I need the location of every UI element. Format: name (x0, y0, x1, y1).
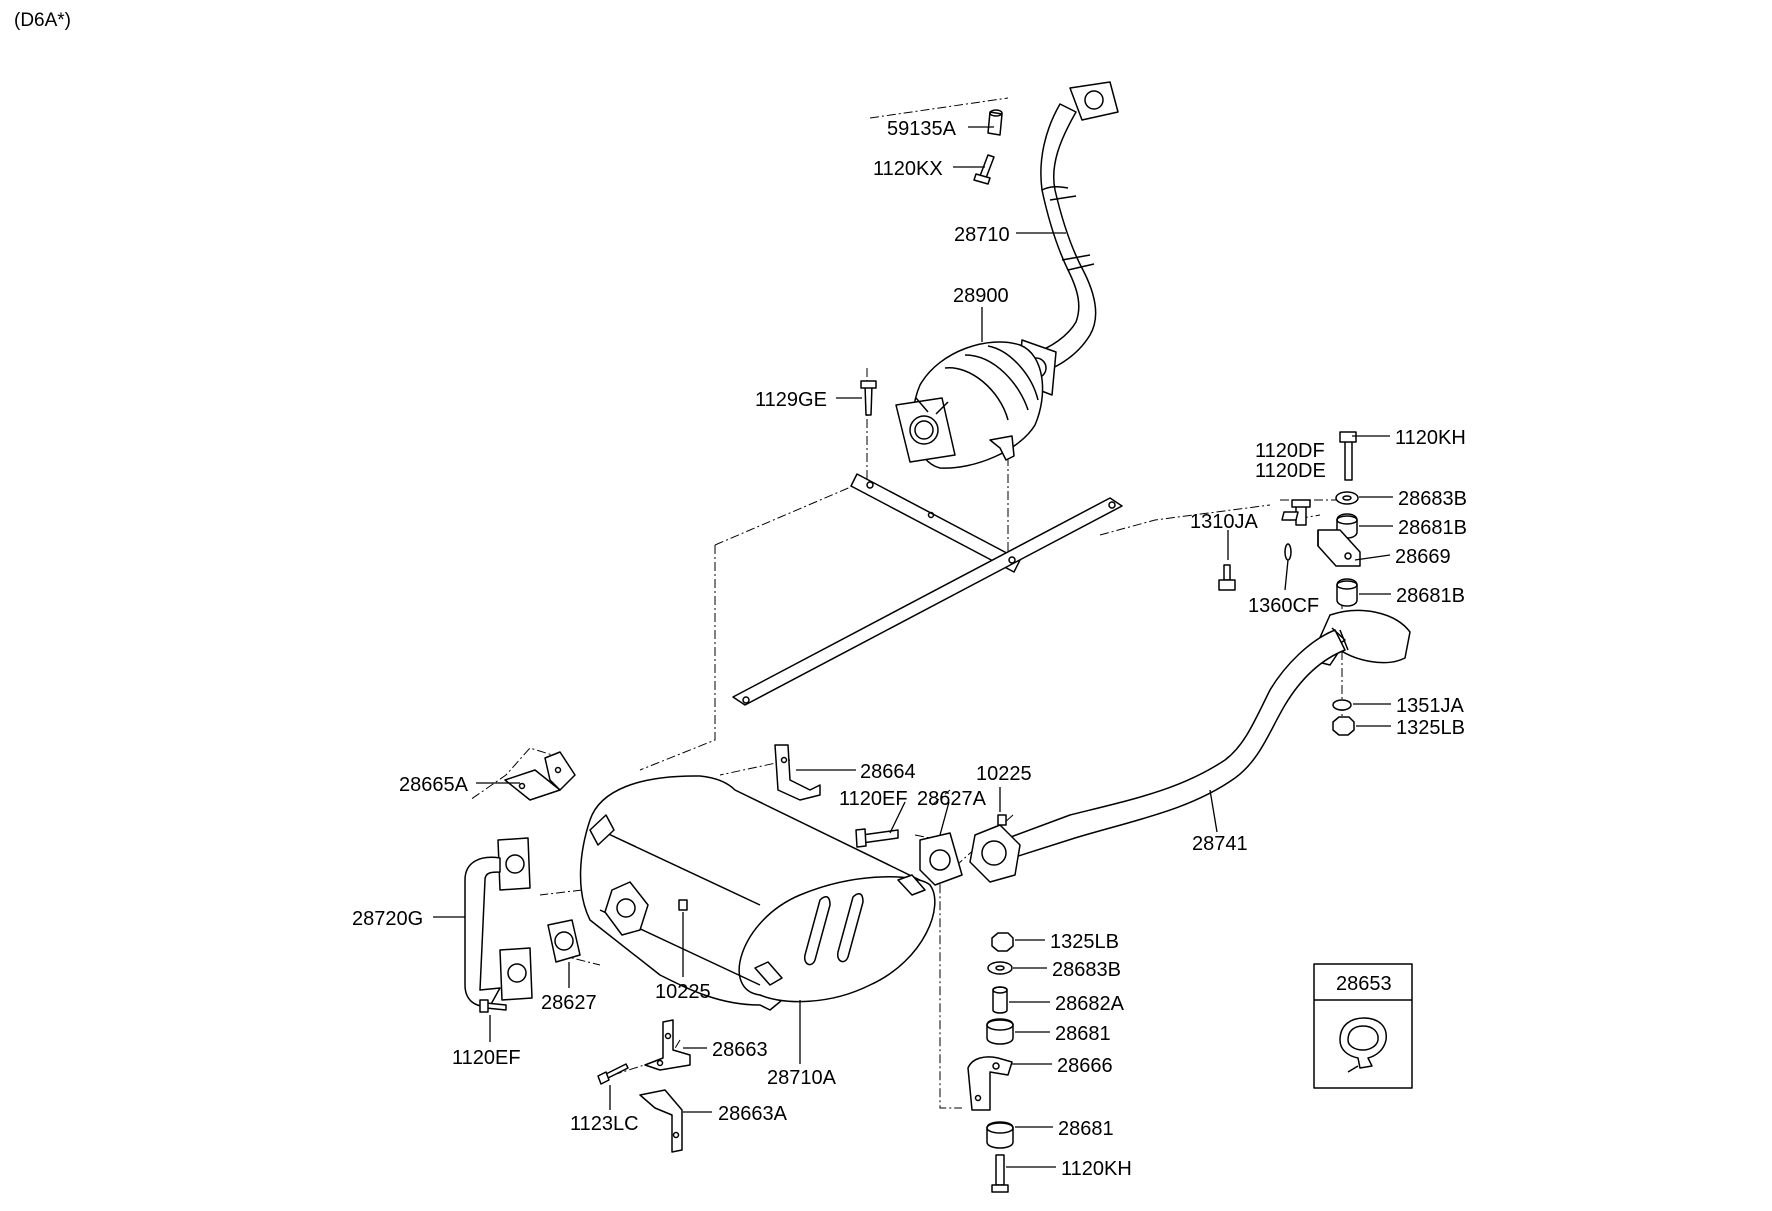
label-1325LB-top: 1325LB (1396, 717, 1465, 739)
muffler-28710A (579, 775, 936, 1011)
label-10225-top: 10225 (976, 763, 1032, 785)
label-28681B-a: 28681B (1398, 517, 1467, 539)
inset-clamp-28653: 28653 (1313, 963, 1413, 1089)
bolt-1120DE (1281, 511, 1299, 521)
spacer-28682A (992, 986, 1008, 1014)
label-28720G: 28720G (352, 908, 423, 930)
label-1120KX: 1120KX (873, 158, 943, 180)
label-28710A: 28710A (767, 1067, 837, 1089)
part-labels: 59135A 1120KX 28710 28900 1129GE 1120DF … (352, 118, 1467, 1180)
label-28681-b: 28681 (1058, 1118, 1114, 1140)
washer-28683B-top (1335, 491, 1359, 505)
label-28900: 28900 (953, 285, 1009, 307)
hanger-bracket-28666 (967, 1056, 1013, 1111)
label-1351JA: 1351JA (1396, 695, 1464, 717)
label-1360CF: 1360CF (1248, 595, 1319, 617)
washer-1360CF (1284, 543, 1292, 561)
label-1123LC: 1123LC (570, 1113, 639, 1135)
label-1129GE: 1129GE (755, 389, 827, 411)
label-28664: 28664 (860, 761, 916, 783)
clamp-icon (1339, 1017, 1387, 1073)
gasket-28627 (547, 919, 581, 963)
rubber-28681B-b (1336, 578, 1358, 607)
label-28665A: 28665A (399, 774, 469, 796)
front-pipe-28710 (1035, 81, 1119, 373)
bolt-1120EF-top (855, 828, 899, 848)
bolt-1120EF-bottom (479, 999, 507, 1013)
bolt-1120KH-bottom (991, 1154, 1009, 1193)
label-28666: 28666 (1057, 1055, 1113, 1077)
bracket-28663A (639, 1089, 683, 1153)
diagram-title: (D6A*) (14, 10, 71, 31)
washer-1351JA (1332, 699, 1352, 711)
bolt-1123LC (597, 1063, 629, 1085)
inset-box (1313, 963, 1413, 1089)
label-28683B-bottom: 28683B (1052, 959, 1121, 981)
nut-10225-bottom (678, 899, 688, 911)
label-28681-a: 28681 (1055, 1023, 1111, 1045)
label-10225-bottom: 10225 (655, 981, 711, 1003)
label-1120KH-bottom: 1120KH (1061, 1158, 1132, 1180)
label-59135A: 59135A (887, 118, 957, 140)
tail-pipe-28720G (464, 837, 533, 1008)
label-28663A: 28663A (718, 1103, 788, 1125)
center-pipe-28741 (1007, 609, 1411, 859)
label-28653: 28653 (1336, 973, 1392, 995)
label-1325LB-bottom: 1325LB (1050, 931, 1119, 953)
bracket-28665A (504, 751, 576, 801)
bracket-28664 (774, 744, 821, 801)
label-1120EF-top: 1120EF (839, 788, 908, 810)
label-28683B-top: 28683B (1398, 488, 1467, 510)
muffler-inlet-flange (604, 881, 649, 936)
label-28669: 28669 (1395, 546, 1451, 568)
catalytic-converter-28900 (895, 339, 1057, 469)
label-1310JA: 1310JA (1190, 511, 1258, 533)
label-28741: 28741 (1192, 833, 1248, 855)
label-28627: 28627 (541, 992, 597, 1014)
nut-1325LB-top (1332, 716, 1355, 736)
label-28710: 28710 (954, 224, 1010, 246)
label-1120DE: 1120DE (1255, 460, 1326, 482)
sensor-cap-59135A (987, 109, 1003, 136)
cross-member-bracket (732, 473, 1123, 706)
hanger-bracket-28669 (1317, 529, 1361, 567)
nut-1310JA (1218, 564, 1236, 591)
leader-lines (433, 126, 1393, 1168)
nut-1325LB-bottom (991, 932, 1014, 952)
label-28663: 28663 (712, 1039, 768, 1061)
washer-28683B-bottom (987, 961, 1013, 975)
label-28627A: 28627A (917, 788, 987, 810)
bolt-1120KH-top (1339, 431, 1357, 481)
label-1120DF: 1120DF (1255, 440, 1325, 462)
nut-10225-top (997, 814, 1007, 826)
label-1120KH-top: 1120KH (1395, 427, 1466, 449)
label-28682A: 28682A (1055, 993, 1125, 1015)
rubber-28681-b (986, 1121, 1014, 1149)
pipe-flange-28741 (969, 824, 1021, 883)
bolt-1129GE (860, 380, 877, 416)
bracket-28663 (644, 1019, 691, 1071)
gasket-28627A (919, 832, 963, 886)
bolt-1120KX (973, 154, 995, 185)
rubber-28681-a (986, 1018, 1014, 1045)
label-1120EF-bottom: 1120EF (452, 1047, 521, 1069)
label-28681B-b: 28681B (1396, 585, 1465, 607)
